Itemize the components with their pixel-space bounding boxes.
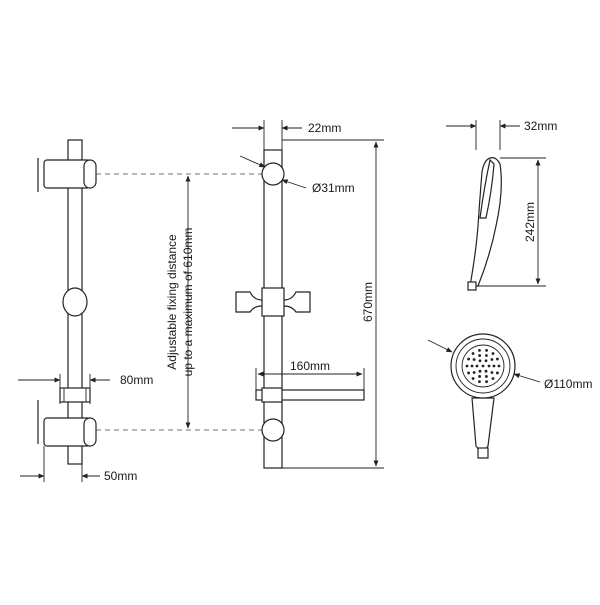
handset-side-view	[467, 157, 502, 291]
nozzle-dot	[471, 352, 475, 355]
nozzle-dot	[484, 375, 488, 378]
overall-height-label: 670mm	[361, 282, 375, 322]
nozzle-dot	[471, 377, 475, 380]
nozzle-dot	[467, 357, 470, 361]
handset-depth-label: 32mm	[524, 119, 557, 133]
handset-front-view	[450, 333, 516, 459]
head-diameter-label: Ø110mm	[544, 377, 592, 391]
nozzle-dot	[485, 380, 488, 383]
nozzle-dot	[496, 357, 499, 361]
nozzle-dot	[472, 371, 476, 374]
nozzle-dot	[472, 358, 476, 361]
nozzle-pattern	[465, 349, 501, 383]
nozzle-dot	[484, 369, 488, 373]
nozzle-dot	[487, 364, 491, 368]
handset-length-label: 242mm	[523, 202, 537, 242]
nozzle-dot	[491, 352, 495, 355]
fixing-note-line2: up to a maximum of 610mm	[181, 228, 195, 377]
nozzle-dot	[481, 364, 485, 368]
bracket-offset-label: 22mm	[308, 121, 341, 135]
nozzle-dot	[497, 364, 501, 368]
nozzle-dot	[470, 364, 474, 368]
nozzle-dot	[491, 377, 495, 380]
clamp-width-label: 80mm	[120, 373, 153, 387]
nozzle-dot	[478, 349, 481, 352]
nozzle-dot	[496, 371, 499, 375]
fixing-note-line1: Adjustable fixing distance	[165, 234, 179, 370]
nozzle-dot	[465, 364, 469, 368]
nozzle-dot	[490, 371, 494, 374]
nozzle-dot	[467, 371, 470, 375]
nozzle-dot	[490, 358, 494, 361]
nozzle-dot	[484, 354, 488, 357]
front-view	[235, 149, 365, 469]
nozzle-dot	[478, 375, 482, 378]
nozzle-dot	[475, 364, 479, 368]
fixing-diameter-label: Ø31mm	[312, 181, 355, 195]
nozzle-dot	[478, 380, 481, 383]
side-view	[37, 139, 97, 465]
soap-dish-width-label: 160mm	[290, 359, 330, 373]
nozzle-dot	[478, 359, 482, 363]
nozzle-dot	[485, 349, 488, 352]
nozzle-dot	[478, 354, 482, 357]
wall-clearance-label: 50mm	[104, 469, 137, 483]
nozzle-dot	[478, 369, 482, 373]
nozzle-dot	[492, 364, 496, 368]
nozzle-dot	[484, 359, 488, 363]
